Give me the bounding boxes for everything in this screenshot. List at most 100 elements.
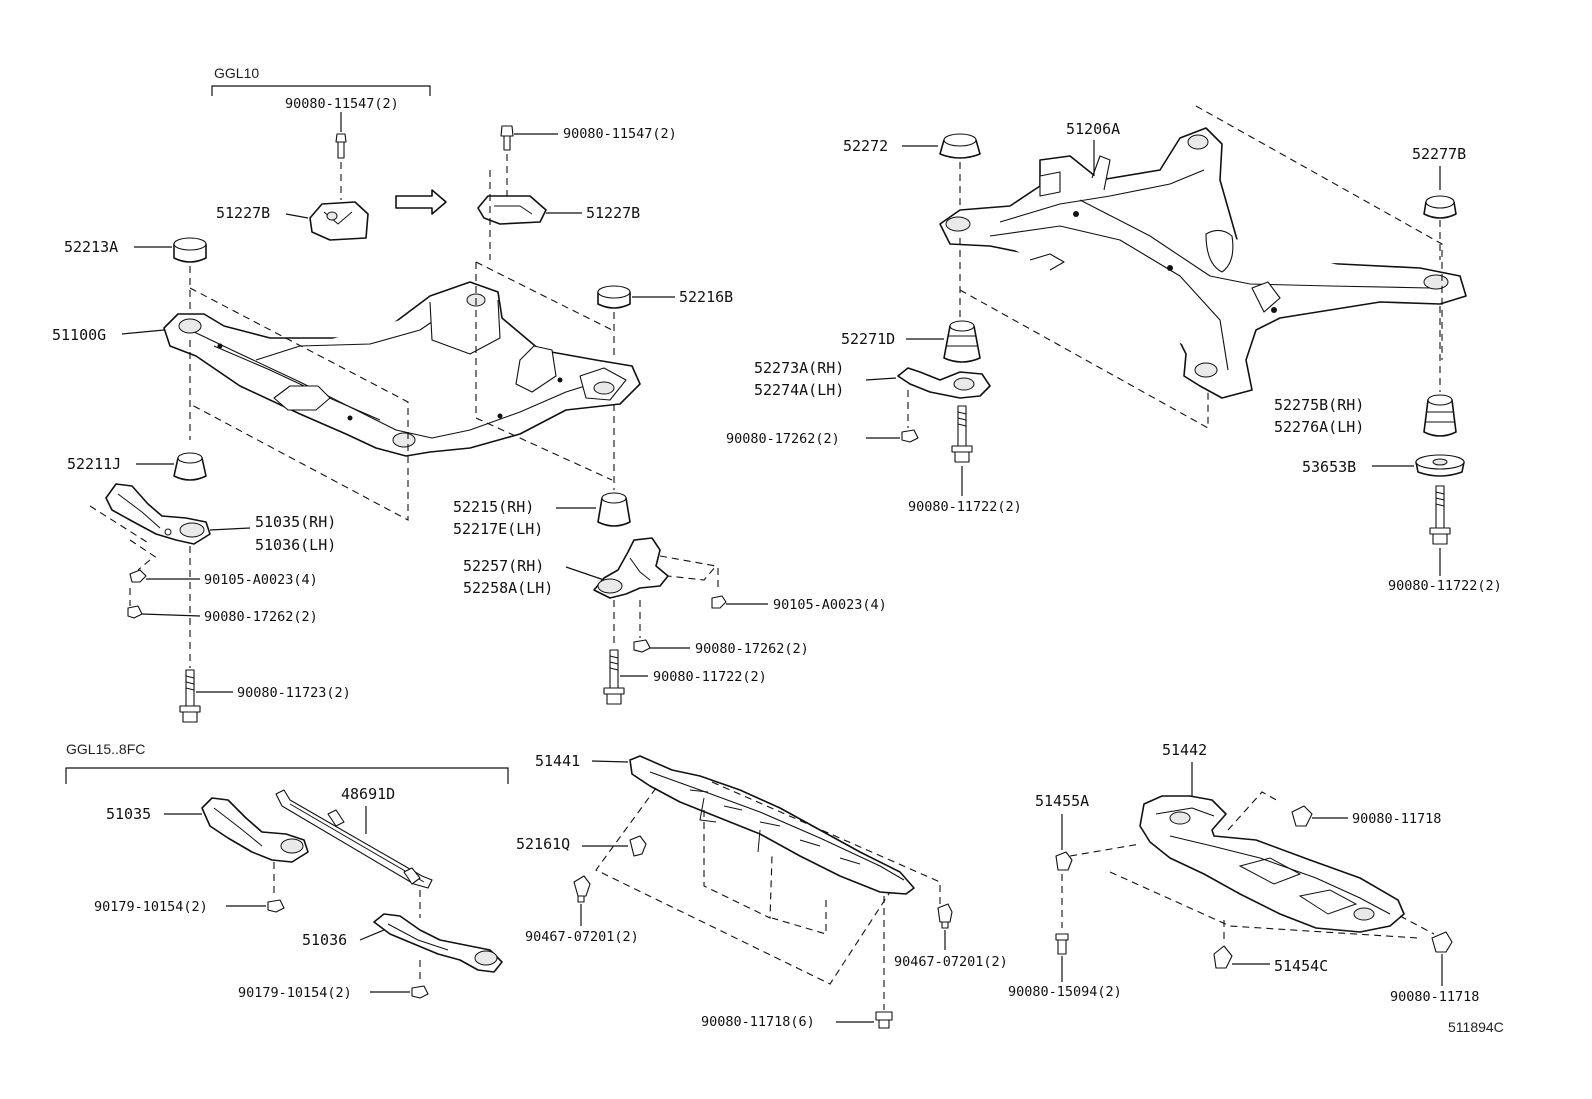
arrow-right-icon xyxy=(395,189,447,215)
part-51227B-right-icon xyxy=(477,195,547,225)
rear-crossmember-51206A-icon xyxy=(939,127,1467,399)
label-52161Q: 52161Q xyxy=(516,835,570,853)
bolt-90080-11718-b-icon xyxy=(1431,931,1453,953)
washer-53653B-icon xyxy=(1415,454,1465,477)
label-51441: 51441 xyxy=(535,752,580,770)
bracket-51036-icon xyxy=(373,913,503,973)
bolt-90080-11722-mid-icon xyxy=(603,649,625,705)
label-90080-15094: 90080-15094(2) xyxy=(1008,984,1122,1000)
nut-51455A-icon xyxy=(1055,851,1073,871)
dashed-guide-51442 xyxy=(1069,791,1419,939)
bushing-52216B-icon xyxy=(597,285,631,360)
bushing-52275B-52276A-icon xyxy=(1423,394,1457,437)
dashed-guide-90080-11718-b xyxy=(1399,915,1435,935)
clip-52161Q-icon xyxy=(629,835,647,857)
dashed-guide-small-left xyxy=(129,559,151,606)
label-51454C: 51454C xyxy=(1274,957,1328,975)
label-52275B-rh: 52275B(RH) xyxy=(1274,396,1364,414)
label-52258A-lh: 52258A(LH) xyxy=(463,579,553,597)
bushing-52272-icon xyxy=(939,133,981,159)
bolt-90105-A0023-left-icon xyxy=(129,569,147,583)
brace-48691D-icon xyxy=(275,789,433,889)
label-51206A: 51206A xyxy=(1066,120,1120,138)
label-52216B: 52216B xyxy=(679,288,733,306)
label-51036-lh: 51036(LH) xyxy=(255,536,336,554)
dashed-guide-bracket-right xyxy=(659,555,718,581)
bushing-52277B-icon xyxy=(1423,195,1457,219)
nut-90080-17262-mid-icon xyxy=(633,639,651,653)
label-90080-11547: 90080-11547(2) xyxy=(563,126,677,142)
bracket-51035-51036-icon xyxy=(105,483,211,545)
dashed-guide-bracket-left xyxy=(89,505,161,561)
bolt-90080-11547-ggl10-icon xyxy=(335,133,347,200)
label-52215-rh: 52215(RH) xyxy=(453,498,534,516)
bolt-90080-11718-6-icon xyxy=(875,1011,893,1029)
label-53653B: 53653B xyxy=(1302,458,1356,476)
label-90080-11722-mid: 90080-11722(2) xyxy=(653,669,767,685)
bolt-90080-11547-icon xyxy=(500,125,514,198)
label-90179-10154-b: 90179-10154(2) xyxy=(238,985,352,1001)
diagram-code: 511894C xyxy=(1448,1019,1504,1035)
bushing-52213A-icon xyxy=(173,237,207,312)
nut-90179-10154-a-icon xyxy=(267,899,285,913)
label-90080-17262-right: 90080-17262(2) xyxy=(726,431,840,447)
under-cover-51441-icon xyxy=(629,755,915,895)
label-52257-rh: 52257(RH) xyxy=(463,557,544,575)
label-52272: 52272 xyxy=(843,137,888,155)
ggl10-group-bracket: GGL10 xyxy=(211,65,431,96)
label-90467-07201-left: 90467-07201(2) xyxy=(525,929,639,945)
label-90080-11722-right2: 90080-11722(2) xyxy=(1388,578,1502,594)
label-52276A-lh: 52276A(LH) xyxy=(1274,418,1364,436)
label-90105-A0023-left: 90105-A0023(4) xyxy=(204,572,318,588)
label-52273A-rh: 52273A(RH) xyxy=(754,359,844,377)
screw-90467-07201-left-icon xyxy=(573,875,591,903)
label-90080-11718-b: 90080-11718 xyxy=(1390,989,1479,1005)
label-52211J: 52211J xyxy=(67,455,121,473)
bolt-90080-11718-a-icon xyxy=(1291,805,1313,827)
label-51035-rh: 51035(RH) xyxy=(255,513,336,531)
label-52274A-lh: 52274A(LH) xyxy=(754,381,844,399)
label-90080-11723: 90080-11723(2) xyxy=(237,685,351,701)
bolt-90105-A0023-right-icon xyxy=(711,595,727,609)
label-90080-11722-right1: 90080-11722(2) xyxy=(908,499,1022,515)
label-90179-10154-a: 90179-10154(2) xyxy=(94,899,208,915)
label-48691D: 48691D xyxy=(341,785,395,803)
label-51100G: 51100G xyxy=(52,326,106,344)
plate-52273A-52274A-icon xyxy=(897,367,991,399)
bushing-52211J-icon xyxy=(173,452,207,481)
label-52213A: 52213A xyxy=(64,238,118,256)
dashed-guide-front-left xyxy=(189,287,409,521)
bolt-90080-11722-right2-icon xyxy=(1429,485,1451,545)
nut-90179-10154-b-icon xyxy=(411,985,429,999)
label-90080-17262-mid: 90080-17262(2) xyxy=(695,641,809,657)
label-51455A: 51455A xyxy=(1035,792,1089,810)
label-52271D: 52271D xyxy=(841,330,895,348)
label-51227B-left: 51227B xyxy=(216,204,270,222)
label-90080-17262-left: 90080-17262(2) xyxy=(204,609,318,625)
label-52217E-lh: 52217E(LH) xyxy=(453,520,543,538)
label-51227B-right: 51227B xyxy=(586,204,640,222)
label-90105-A0023-right: 90105-A0023(4) xyxy=(773,597,887,613)
dashed-guide-rear-box xyxy=(959,105,1443,429)
nut-90080-17262-left-icon xyxy=(127,605,143,619)
bracket-51035-icon xyxy=(201,797,309,863)
label-90080-11718-6: 90080-11718(6) xyxy=(701,1014,815,1030)
dashed-guide-front-mid xyxy=(475,170,613,481)
bushing-52271D-icon xyxy=(943,320,981,363)
clip-51454C-icon xyxy=(1213,945,1233,969)
part-51227B-left-icon xyxy=(309,201,369,241)
ggl15-group-bracket: GGL15..8FC xyxy=(65,741,509,784)
label-51035: 51035 xyxy=(106,805,151,823)
bushing-52215-52217E-icon xyxy=(597,492,631,527)
bolt-90080-11723-icon xyxy=(179,669,201,723)
ggl15-header: GGL15..8FC xyxy=(66,741,145,757)
label-90080-11718-a: 90080-11718 xyxy=(1352,811,1441,827)
dashed-guide-51441 xyxy=(595,781,941,985)
label-90080-11547-ggl10: 90080-11547(2) xyxy=(285,96,399,112)
ggl10-header: GGL10 xyxy=(214,65,259,81)
label-51036: 51036 xyxy=(302,931,347,949)
label-52277B: 52277B xyxy=(1412,145,1466,163)
nut-90080-17262-right-icon xyxy=(901,429,919,443)
bolt-90080-15094-icon xyxy=(1055,933,1069,955)
